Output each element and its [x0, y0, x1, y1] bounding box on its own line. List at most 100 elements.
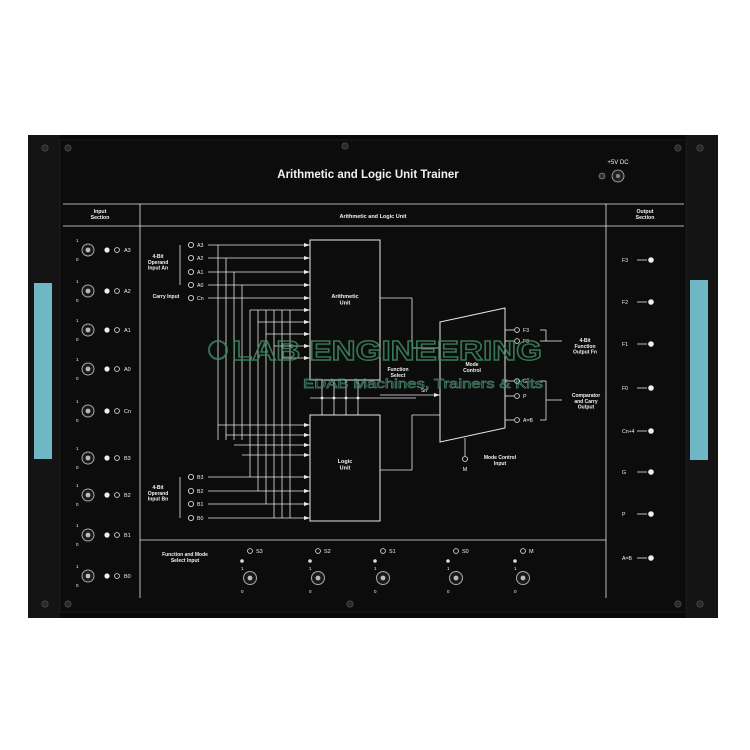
socket-icon[interactable]: [114, 288, 120, 294]
select-switch-label: S3: [256, 549, 263, 555]
select-switch-label: S0: [462, 549, 469, 555]
socket-icon[interactable]: [114, 492, 120, 498]
operand-pin-b0[interactable]: B0: [187, 515, 203, 522]
input-pin-label: A0: [124, 367, 131, 373]
socket-icon[interactable]: [114, 247, 120, 253]
led-icon: [104, 573, 110, 579]
section-frame: [63, 203, 684, 598]
select-switch-m[interactable]: M10: [513, 548, 534, 594]
panel-body: [28, 135, 718, 618]
output-pin-g[interactable]: G: [622, 469, 654, 476]
toggle-mark-off: 0: [76, 583, 79, 588]
operand-pin-a3[interactable]: A3: [187, 241, 203, 249]
operand-pin-a0[interactable]: A0: [187, 281, 203, 289]
toggle-mark-off: 0: [76, 465, 79, 470]
output-pin-label: F1: [622, 342, 628, 348]
mode-pin-label: M: [463, 467, 468, 473]
screw-icon: [346, 600, 354, 608]
operand-pin-label: B2: [197, 489, 203, 495]
output-pin-cn4[interactable]: Cn+4: [622, 428, 654, 435]
led-icon: [104, 327, 110, 333]
operand-pin-a2[interactable]: A2: [187, 254, 203, 262]
operand-pin-b3[interactable]: B3: [187, 473, 203, 481]
socket-icon[interactable]: [114, 366, 120, 372]
output-pin-f3[interactable]: F3: [622, 257, 654, 264]
mode-control-input[interactable]: M: [462, 456, 468, 474]
socket-icon[interactable]: [114, 455, 120, 461]
operand-pin-label: A0: [197, 283, 203, 289]
select-switch-label: S2: [324, 549, 331, 555]
led-icon: [104, 288, 110, 294]
output-pin-label: F2: [622, 300, 628, 306]
output-pin-p[interactable]: P: [622, 511, 654, 518]
select-switch-s3[interactable]: S3 1 0: [240, 548, 263, 594]
toggle-mark-off: 0: [241, 589, 244, 594]
output-pin-label: G: [622, 470, 626, 476]
toggle-mark-off: 0: [76, 376, 79, 381]
toggle-mark-on: 1: [76, 318, 79, 323]
screw-icon: [674, 600, 682, 608]
operand-pin-label: Cn: [197, 296, 204, 302]
mux-output-g[interactable]: G: [505, 378, 527, 385]
operand-pin-b1[interactable]: B1: [187, 500, 203, 508]
led-icon: [104, 247, 110, 253]
operand-pin-b2[interactable]: B2: [187, 487, 203, 495]
output-led-icon: [648, 511, 654, 517]
screws: [41, 142, 704, 608]
mux-output-label: F0: [523, 339, 529, 345]
watermark-brand: LAB ENGINEERING: [232, 335, 542, 366]
mux-output-label: F3: [523, 328, 529, 334]
toggle-mark-on: 1: [76, 279, 79, 284]
toggle-mark-off: 0: [374, 589, 377, 594]
toggle-mark-off: 0: [514, 589, 517, 594]
output-pin-f1[interactable]: F1: [622, 341, 654, 348]
operand-pin-cn[interactable]: Cn: [187, 294, 204, 302]
wiring: [179, 243, 466, 520]
mux-output-f3[interactable]: F3: [505, 327, 529, 334]
watermark-logo-icon: [208, 340, 228, 360]
mux-output-label: A=B: [523, 418, 533, 424]
toggle-mark-off: 0: [447, 589, 450, 594]
operand-pin-label: B3: [197, 475, 203, 481]
socket-icon[interactable]: [114, 327, 120, 333]
operand-pin-a1[interactable]: A1: [187, 268, 203, 276]
socket-icon[interactable]: [114, 532, 120, 538]
alu-section-label: Arithmetic and Logic Unit: [340, 214, 407, 220]
socket-icon[interactable]: [114, 573, 120, 579]
toggle-mark-on: 1: [241, 566, 244, 571]
carry-input-label: Carry Input: [153, 294, 180, 300]
socket-icon[interactable]: [114, 408, 120, 414]
mux-output-p[interactable]: P: [505, 393, 527, 400]
output-pin-f2[interactable]: F2: [622, 299, 654, 306]
toggle-mark-on: 1: [514, 566, 517, 571]
output-pin-aeqb[interactable]: A=B: [622, 555, 654, 562]
power-jack[interactable]: +5V DC: [598, 160, 629, 183]
toggle-mark-off: 0: [76, 502, 79, 507]
mux-output-f0[interactable]: F0: [505, 338, 529, 345]
mux-output-aeqb[interactable]: A=B: [505, 417, 533, 424]
output-pin-f0[interactable]: F0: [622, 385, 654, 392]
toggle-mark-on: 1: [76, 523, 79, 528]
screw-icon: [696, 600, 704, 608]
